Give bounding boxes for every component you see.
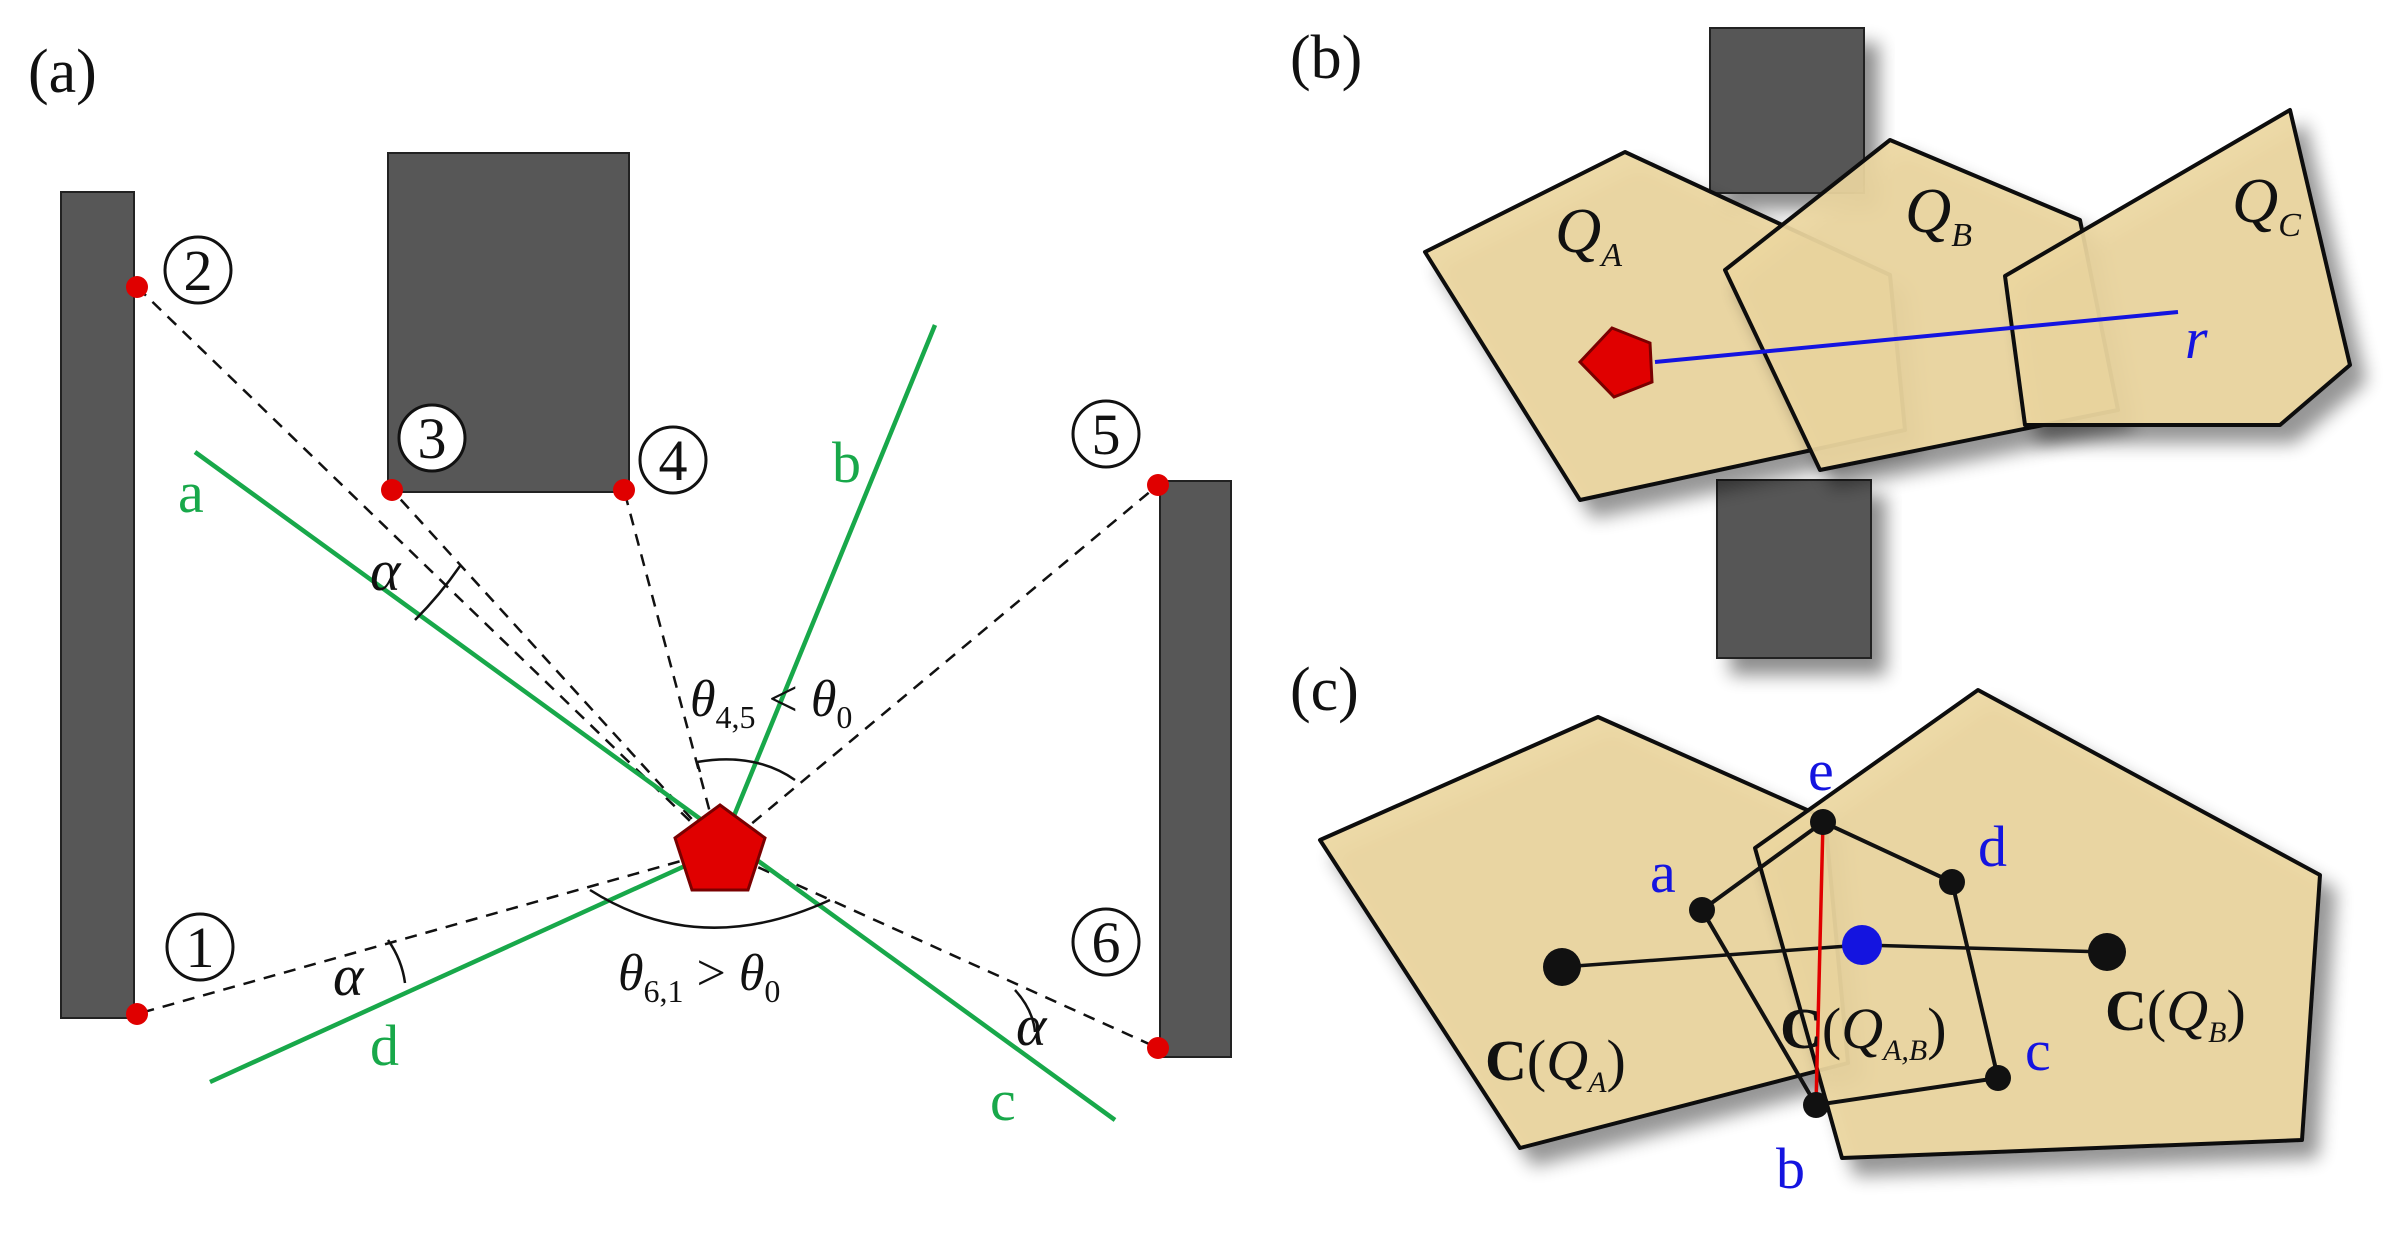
point-2-marker — [126, 276, 148, 298]
centroid-link-A — [1561, 943, 1863, 969]
region-QC — [2003, 108, 2352, 427]
point-4-badge — [638, 425, 708, 495]
alpha-arc-right — [1014, 989, 1037, 1033]
line-b-label: b — [832, 430, 861, 495]
centroid-link-B — [1861, 943, 2108, 954]
vertex-c — [1985, 1065, 2011, 1091]
line-c-label: c — [990, 1068, 1016, 1133]
ray-r-label: r — [2185, 306, 2208, 371]
theta45-arc — [696, 758, 796, 782]
point-2-label: 2 — [184, 238, 213, 303]
point-5-marker — [1147, 474, 1169, 496]
region-QB — [1753, 688, 2322, 1160]
centroid-B-marker — [2088, 933, 2126, 971]
panel-b-tag: (b) — [1290, 24, 1362, 92]
region-QC-label: QC — [2232, 165, 2301, 244]
line-d-label: d — [370, 1013, 399, 1078]
theta45-tick — [695, 761, 702, 773]
point-5-label: 5 — [1092, 402, 1121, 467]
panel-b: (b) QA QB QC r — [1290, 24, 2352, 659]
alpha-label-left: α — [333, 943, 365, 1008]
robot-pentagon-icon — [673, 803, 767, 892]
alpha-label-right: α — [1016, 993, 1048, 1058]
robot-pentagon-icon — [1577, 326, 1654, 399]
theta61-arc — [589, 888, 831, 929]
alpha-arc-left — [386, 939, 407, 984]
panel-a: (a) — [28, 38, 1232, 1133]
vertex-c-label: c — [2025, 1018, 2051, 1083]
alpha-label-top: α — [370, 538, 402, 603]
point-1-label: 1 — [186, 915, 215, 980]
vertex-markers — [1543, 809, 2126, 1118]
intersection-region-QAB — [1699, 819, 2001, 1108]
upper-gap-obstacle — [1709, 27, 1865, 194]
right-wall-obstacle — [1159, 480, 1232, 1058]
point-5-badge — [1071, 399, 1141, 469]
point-6-marker — [1147, 1037, 1169, 1059]
point-1-badge — [165, 912, 235, 982]
ray-to-point-3 — [391, 489, 721, 851]
vertex-a-label: a — [1650, 840, 1676, 905]
theta-45-label: θ4,5 < θ0 — [690, 671, 852, 735]
centroid-A-marker — [1543, 948, 1581, 986]
visibility-rays — [136, 286, 1159, 1050]
centroid-B-label: C(QB) — [2105, 978, 2246, 1049]
centroid-AB-marker — [1842, 925, 1882, 965]
cut-line-e-b — [1814, 821, 1825, 1106]
theta-61-label: θ6,1 > θ0 — [618, 945, 780, 1009]
vertex-e-label: e — [1808, 738, 1834, 803]
point-4-label: 4 — [659, 428, 688, 493]
point-1-marker — [126, 1003, 148, 1025]
angle-arcs — [386, 565, 1037, 1033]
vertex-a — [1689, 897, 1715, 923]
line-a-c — [193, 450, 1117, 1122]
ray-r-line — [1654, 310, 2179, 364]
alpha-arc-top — [414, 565, 462, 621]
vertex-e — [1810, 809, 1836, 835]
ray-to-point-1 — [136, 848, 721, 1016]
vertex-d — [1939, 869, 1965, 895]
vertex-b-label: b — [1776, 1136, 1805, 1201]
panel-c: (c) a b c d e C(QA) C(QB) C(QA,B) — [1290, 656, 2322, 1201]
corner-points — [126, 276, 1169, 1059]
ray-to-point-5 — [719, 484, 1159, 851]
panel-c-tag: (c) — [1290, 656, 1359, 724]
line-b — [717, 324, 938, 851]
point-3-label: 3 — [418, 406, 447, 471]
region-QB-label: QB — [1905, 175, 1972, 254]
left-wall-obstacle — [60, 191, 135, 1019]
point-4-marker — [613, 479, 635, 501]
lower-gap-obstacle — [1716, 479, 1872, 659]
point-number-labels: 1 2 3 4 5 6 — [163, 235, 1141, 982]
ray-to-point-2 — [136, 286, 721, 851]
line-d — [209, 847, 721, 1085]
vertex-d-label: d — [1978, 814, 2007, 879]
centroid-AB-label: C(QA,B) — [1780, 996, 1947, 1067]
region-QA-label: QA — [1555, 195, 1622, 274]
point-6-label: 6 — [1092, 910, 1121, 975]
ray-to-point-6 — [719, 848, 1159, 1050]
point-3-marker — [381, 479, 403, 501]
centroid-A-label: C(QA) — [1485, 1028, 1626, 1099]
point-2-badge — [163, 235, 233, 305]
point-3-badge — [397, 403, 467, 473]
vertex-b — [1803, 1092, 1829, 1118]
point-6-badge — [1071, 907, 1141, 977]
panel-a-tag: (a) — [28, 38, 97, 106]
line-a-label: a — [178, 460, 204, 525]
